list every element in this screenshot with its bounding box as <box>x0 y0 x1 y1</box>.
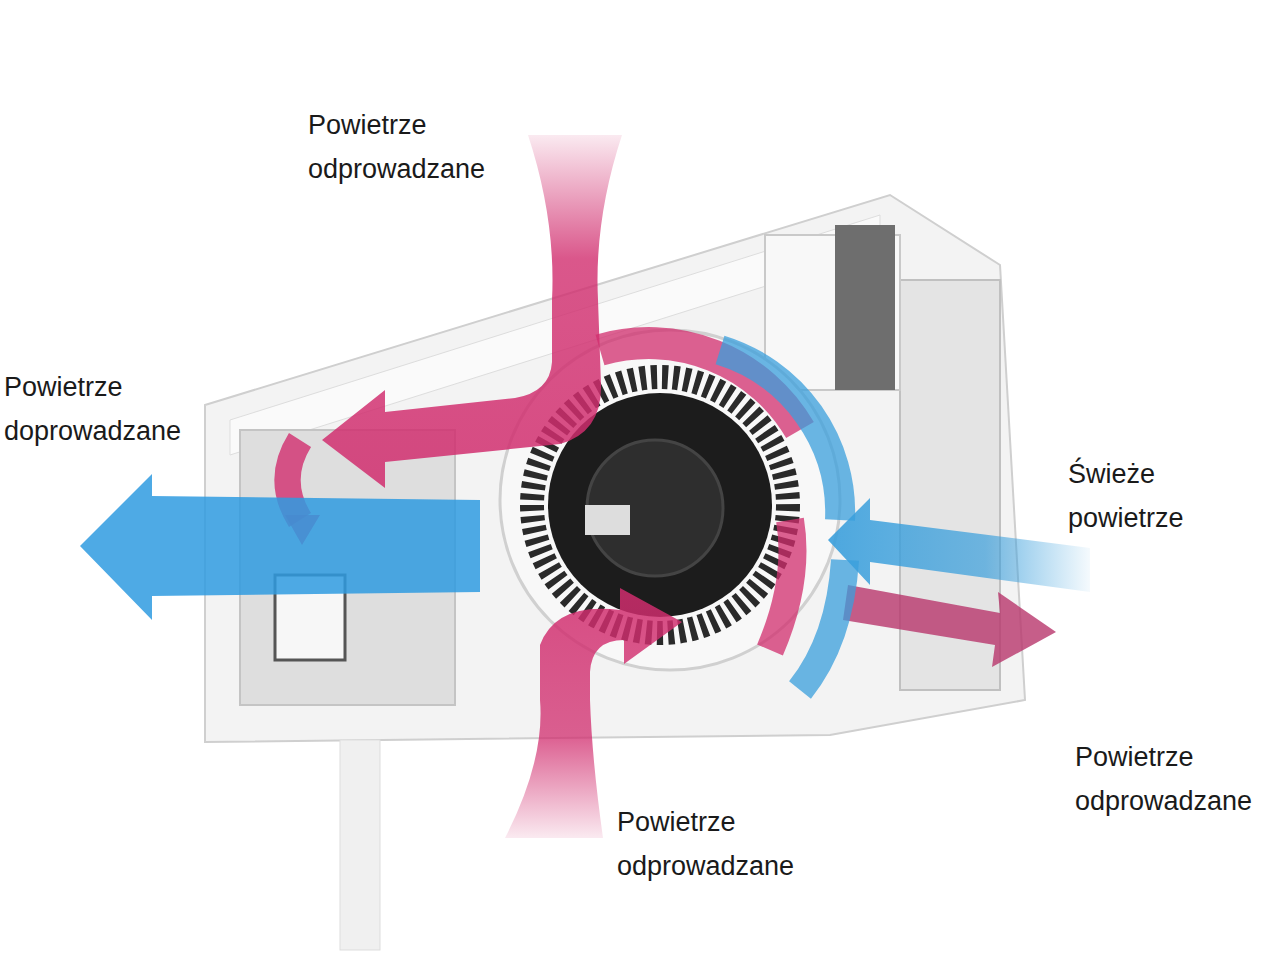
supply-air-arrow <box>80 474 480 620</box>
fan-shaft <box>585 505 630 535</box>
exhaust-stream-bottom <box>505 588 682 838</box>
flow-label: Powietrze odprowadzane <box>308 103 485 191</box>
fresh-air-stream <box>828 498 1090 592</box>
exhaust-outlet-arrow <box>843 585 1056 667</box>
flow-label: Powietrze doprowadzane <box>4 365 181 453</box>
exhaust-arc-lower <box>770 520 793 650</box>
flow-label: Powietrze odprowadzane <box>617 800 794 888</box>
electronics-module <box>835 225 895 390</box>
flow-label: Powietrze odprowadzane <box>1075 735 1252 823</box>
flow-label: Świeże powietrze <box>1068 452 1184 540</box>
fresh-air-arc-lower <box>800 560 845 690</box>
fresh-air-arc <box>720 350 840 520</box>
housing <box>205 195 1025 742</box>
drain-pipe <box>340 740 380 950</box>
exhaust-stream-top <box>322 135 622 488</box>
